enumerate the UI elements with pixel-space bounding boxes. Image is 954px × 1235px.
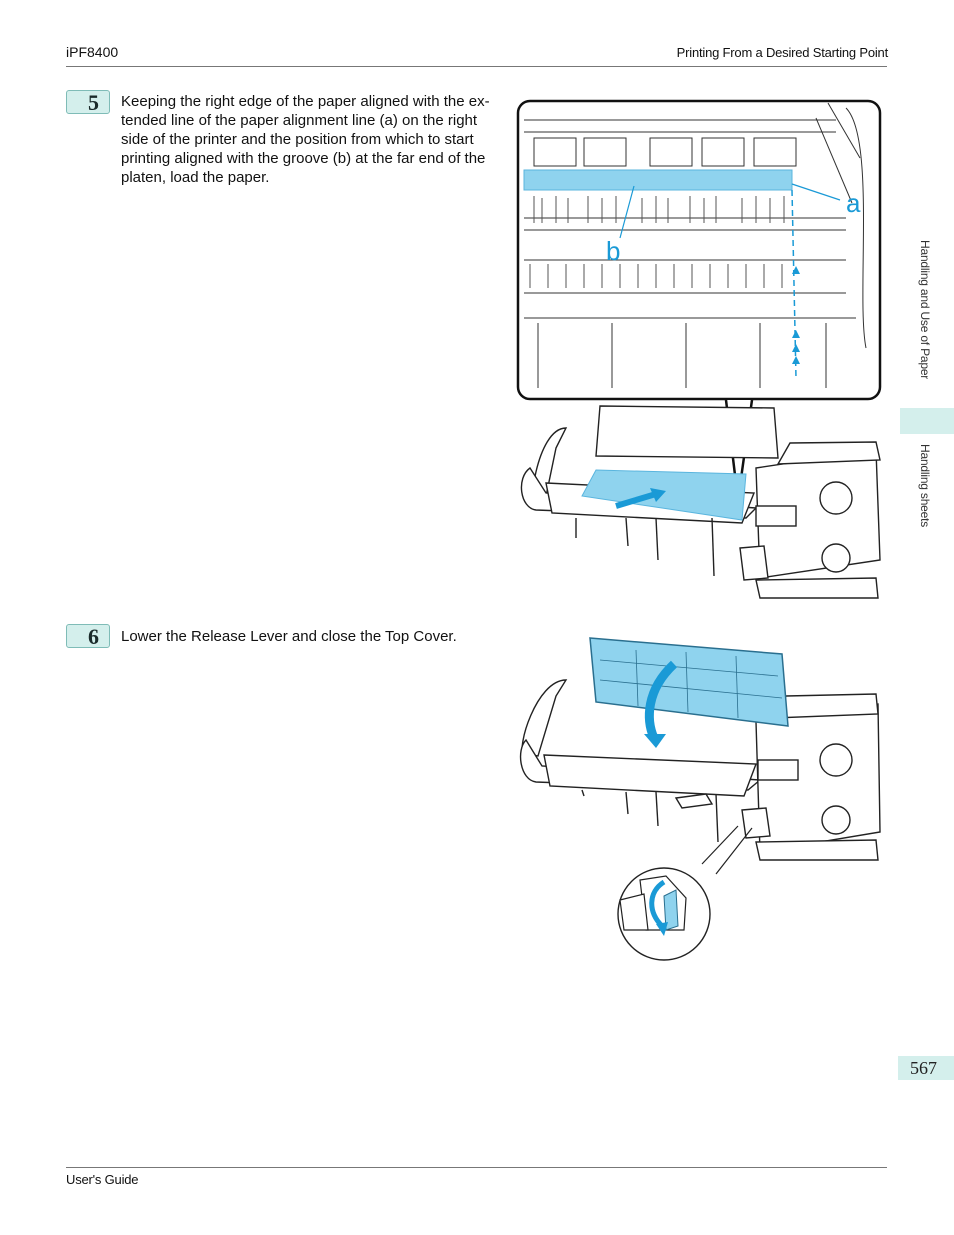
- step-5-line: printing aligned with the groove (b) at …: [121, 150, 486, 167]
- close-arrow-head: [644, 734, 666, 748]
- step-5-text: Keeping the right edge of the paper alig…: [121, 92, 516, 187]
- feed-arrow-head: [650, 488, 666, 502]
- page-number-tab: 567: [898, 1056, 954, 1080]
- side-label-chapter: Handling and Use of Paper: [918, 240, 932, 380]
- platen-detail: [524, 102, 867, 388]
- roller-ridges: [529, 196, 785, 288]
- release-lever: [663, 889, 679, 931]
- header-section-title: Printing From a Desired Starting Point: [676, 45, 889, 60]
- printer-body-2: [519, 679, 881, 861]
- step-5-line: platen, load the paper.: [121, 169, 270, 186]
- step-5-number: 5: [88, 90, 99, 115]
- paper-sheet: [581, 469, 747, 521]
- side-label-section: Handling sheets: [918, 444, 932, 528]
- step-6-text: Lower the Release Lever and close the To…: [121, 627, 516, 646]
- header-model: iPF8400: [66, 44, 119, 60]
- leader-b: [619, 185, 635, 239]
- page-number: 567: [910, 1058, 937, 1078]
- close-top-cover-illustration: [519, 637, 881, 961]
- step-6-badge: 6: [66, 624, 110, 649]
- footer-guide-title: User's Guide: [66, 1172, 139, 1187]
- side-tab-marker: [900, 408, 954, 434]
- close-arrow-shaft: [645, 660, 678, 740]
- step-5-line: Keeping the right edge of the paper alig…: [121, 93, 490, 110]
- lever-arrow-shaft: [649, 879, 666, 928]
- lever-arrow-head: [656, 922, 668, 936]
- callout-line-2: [715, 827, 753, 875]
- label-a: a: [846, 188, 861, 218]
- step-5-line: tended line of the paper alignment line …: [121, 112, 478, 129]
- top-cover-ribs: [599, 649, 783, 719]
- step-6-number: 6: [88, 624, 99, 649]
- paper-highlight: [523, 169, 793, 191]
- leader-a: [791, 183, 841, 201]
- paper-alignment-illustration: a b: [516, 99, 882, 599]
- footer-divider: [66, 1167, 887, 1168]
- alignment-line-a: [791, 189, 797, 379]
- top-cover: [589, 637, 789, 727]
- step-5-line: side of the printer and the position fro…: [121, 131, 474, 148]
- header-divider: [66, 66, 887, 67]
- step-5-badge: 5: [66, 90, 110, 115]
- step-6-line: Lower the Release Lever and close the To…: [121, 628, 457, 645]
- feed-arrow-shaft: [615, 491, 657, 509]
- alignment-markers: [792, 266, 800, 364]
- callout-line-1: [701, 825, 739, 865]
- label-b: b: [606, 236, 620, 266]
